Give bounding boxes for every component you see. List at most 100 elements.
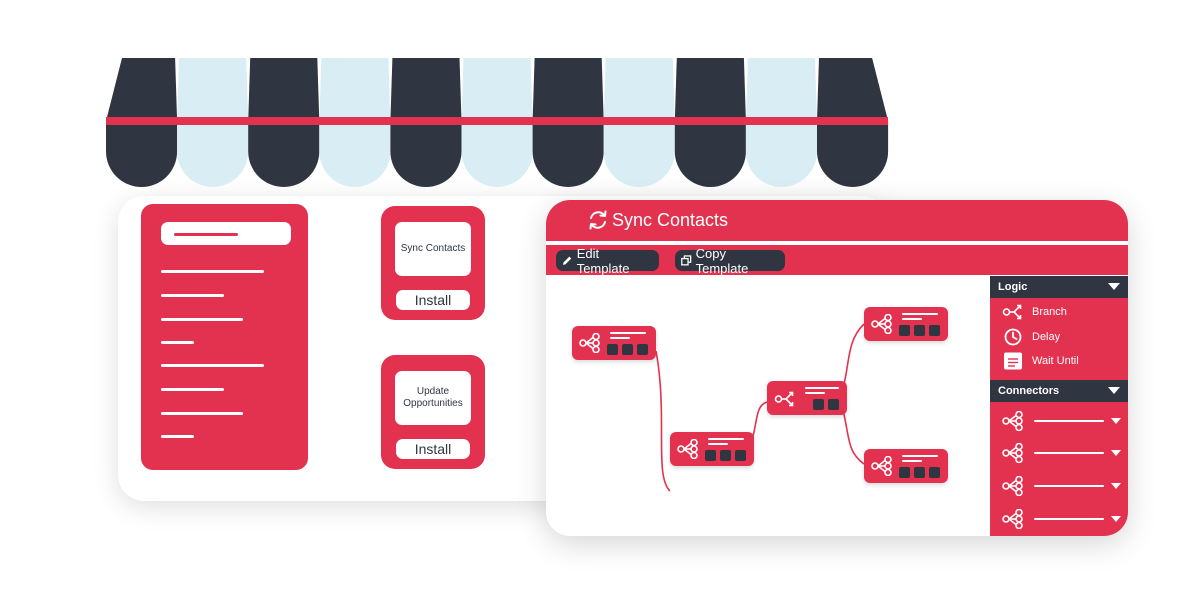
node-label-line (902, 460, 922, 462)
connector-label-line (1034, 485, 1104, 487)
store-menu-item[interactable] (161, 318, 243, 321)
logic-item-label: Wait Until (1032, 355, 1079, 367)
node-port[interactable] (735, 450, 746, 461)
calendar-icon (1004, 352, 1022, 370)
logic-section-header[interactable]: Logic (990, 276, 1128, 298)
node-port[interactable] (914, 325, 925, 336)
logic-item-delay[interactable]: Delay (1002, 327, 1060, 347)
node-label-line (708, 438, 744, 440)
node-port[interactable] (813, 399, 824, 410)
connection-line (841, 405, 865, 465)
app-card-title: Sync Contacts (395, 222, 471, 276)
node-port[interactable] (899, 325, 910, 336)
workflow-node[interactable] (572, 326, 656, 360)
connector-label-line (1034, 420, 1104, 422)
component-panel: Logic Branch Delay (990, 276, 1128, 536)
share-icon (871, 456, 892, 476)
share-icon (1002, 509, 1023, 529)
caret-down-icon[interactable] (1111, 450, 1121, 456)
logic-item-label: Branch (1032, 306, 1067, 318)
store-sidebar (141, 204, 308, 470)
copy-template-label: Copy Template (695, 245, 749, 276)
caret-down-icon[interactable] (1111, 483, 1121, 489)
share-icon (677, 439, 698, 459)
edit-template-button[interactable]: Edit Template (556, 246, 659, 276)
connector-label-line (1034, 452, 1104, 454)
awning-red-band (106, 117, 888, 125)
copy-icon (681, 255, 692, 266)
store-menu-item[interactable] (161, 388, 224, 391)
node-port[interactable] (720, 450, 731, 461)
node-port[interactable] (929, 467, 940, 478)
app-card-update-opportunities[interactable]: Update Opportunities Install (381, 355, 485, 469)
node-ports (899, 325, 940, 336)
connector-item[interactable] (1002, 507, 1122, 531)
editor-title: Sync Contacts (612, 210, 729, 230)
workflow-branch-node[interactable] (767, 381, 847, 415)
workflow-node[interactable] (864, 307, 948, 341)
caret-down-icon (1108, 283, 1120, 290)
node-port[interactable] (622, 344, 633, 355)
logic-item-wait-until[interactable]: Wait Until (1002, 351, 1079, 371)
app-card-title: Update Opportunities (395, 371, 471, 425)
edit-template-label: Edit Template (576, 245, 630, 276)
node-port[interactable] (929, 325, 940, 336)
workflow-node[interactable] (670, 432, 754, 466)
store-menu-item[interactable] (161, 412, 243, 415)
share-icon (579, 333, 600, 353)
logic-item-label: Delay (1032, 331, 1061, 343)
clock-icon (1004, 328, 1022, 346)
node-label-line (805, 392, 825, 394)
node-ports (899, 467, 940, 478)
app-card-sync-contacts[interactable]: Sync Contacts Install (381, 206, 485, 320)
branch-icon (774, 391, 794, 407)
node-port[interactable] (914, 467, 925, 478)
store-menu-item[interactable] (161, 435, 194, 438)
copy-template-button[interactable]: Copy Template (675, 246, 785, 276)
workflow-canvas[interactable] (546, 276, 990, 536)
caret-down-icon[interactable] (1111, 516, 1121, 522)
store-menu-item[interactable] (161, 270, 264, 273)
node-label-line (902, 455, 938, 457)
node-ports (607, 344, 648, 355)
store-menu-item[interactable] (161, 364, 264, 367)
pencil-icon (562, 256, 572, 265)
connectors-header-label: Connectors (998, 385, 1060, 397)
connection-line (841, 323, 865, 393)
node-port[interactable] (828, 399, 839, 410)
node-port[interactable] (705, 450, 716, 461)
connectors-section-header[interactable]: Connectors (990, 380, 1128, 402)
connector-item[interactable] (1002, 409, 1122, 433)
node-port[interactable] (899, 467, 910, 478)
node-label-line (610, 337, 630, 339)
store-menu-item[interactable] (161, 294, 224, 297)
store-awning (106, 58, 889, 188)
branch-icon (1002, 304, 1022, 320)
sync-icon (589, 210, 607, 230)
store-menu-item[interactable] (161, 341, 194, 344)
caret-down-icon (1108, 387, 1120, 394)
caret-down-icon[interactable] (1111, 418, 1121, 424)
connector-label-line (1034, 518, 1104, 520)
node-label-line (708, 443, 728, 445)
share-icon (1002, 443, 1023, 463)
search-placeholder-line (174, 233, 238, 236)
connection-line (655, 350, 671, 492)
editor-toolbar: Edit Template Copy Template (546, 245, 1128, 276)
connector-item[interactable] (1002, 441, 1122, 465)
install-button[interactable]: Install (396, 439, 470, 459)
node-label-line (805, 387, 839, 389)
connector-item[interactable] (1002, 474, 1122, 498)
logic-item-branch[interactable]: Branch (1002, 302, 1067, 322)
editor-title-bar: Sync Contacts (546, 200, 1128, 241)
node-ports (813, 399, 839, 410)
node-port[interactable] (607, 344, 618, 355)
install-button[interactable]: Install (396, 290, 470, 310)
share-icon (871, 314, 892, 334)
template-editor-window: Sync Contacts Edit Template Copy Templat… (546, 200, 1128, 536)
workflow-node[interactable] (864, 449, 948, 483)
node-port[interactable] (637, 344, 648, 355)
share-icon (1002, 476, 1023, 496)
share-icon (1002, 411, 1023, 431)
logic-header-label: Logic (998, 281, 1028, 293)
